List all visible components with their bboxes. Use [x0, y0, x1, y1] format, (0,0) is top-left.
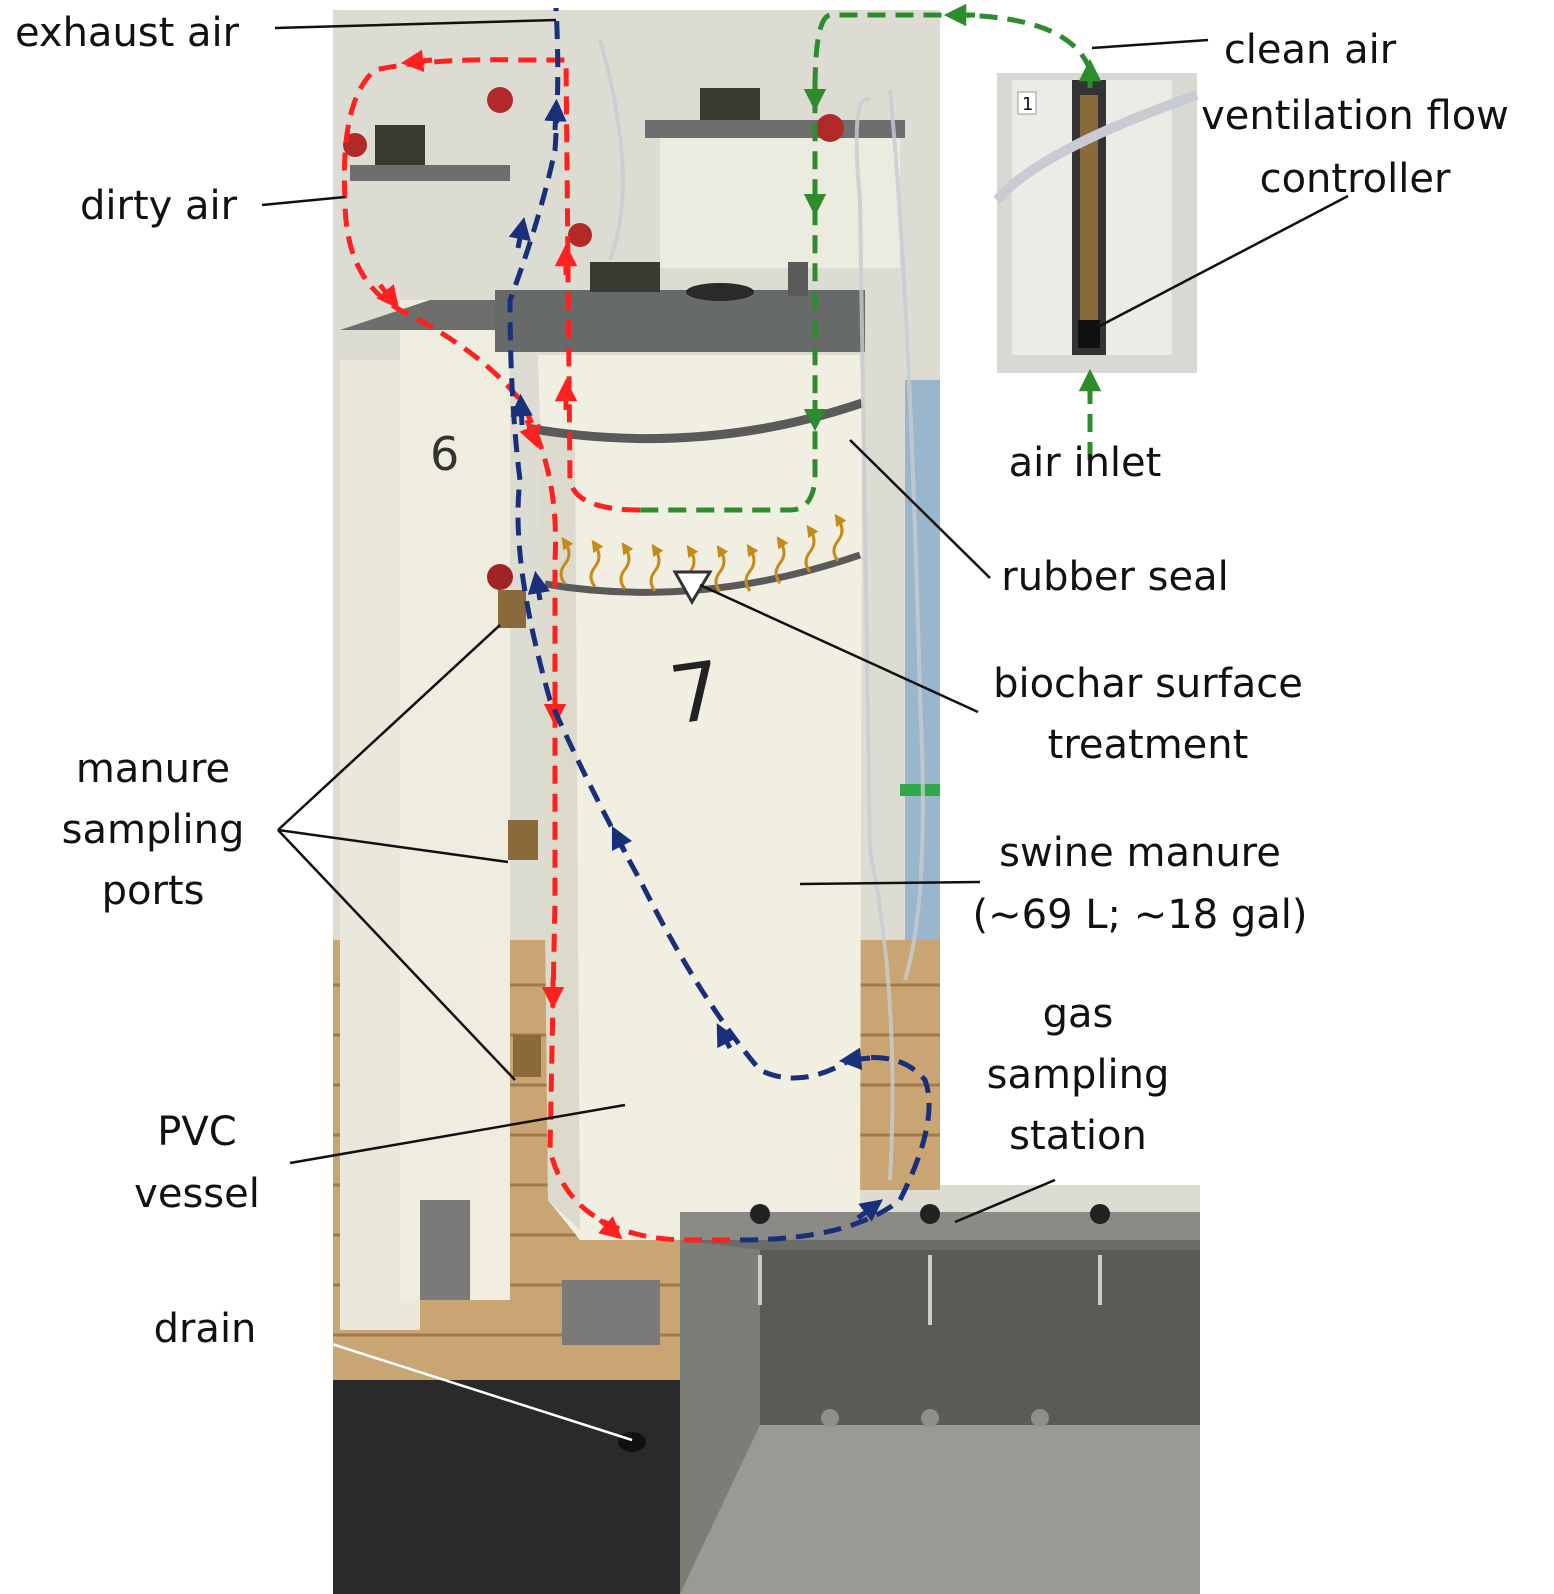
- back-vessel-right: [660, 138, 900, 268]
- leader-manure-port-2: [277, 828, 509, 864]
- gas-emission-arrow: [804, 524, 819, 573]
- gas-sampling-box: [680, 1204, 1200, 1594]
- label-biochar-1: biochar surface: [993, 661, 1303, 707]
- biochar-surface-line: [544, 551, 862, 596]
- label-manure-ports-2: sampling: [62, 807, 245, 853]
- vessel-number-6: 6: [430, 427, 459, 481]
- labels: exhaust air dirty air clean air ventilat…: [15, 10, 1509, 1352]
- leader-manure-port-1: [277, 624, 501, 831]
- gas-emission-arrows: [559, 513, 847, 593]
- label-air-inlet: air inlet: [1009, 440, 1162, 486]
- back-lid-left: [350, 165, 510, 181]
- valve-top-left: [343, 133, 367, 157]
- left-vessel-base: [420, 1200, 470, 1300]
- gas-emission-arrow: [774, 536, 789, 585]
- gas-emission-arrow: [559, 536, 574, 585]
- port-2: [508, 820, 538, 860]
- lid-knob: [590, 262, 660, 292]
- leader-swine-manure: [799, 880, 981, 886]
- valve-ports-1: [487, 564, 513, 590]
- label-exhaust-air: exhaust air: [15, 10, 240, 56]
- label-drain: drain: [154, 1306, 257, 1352]
- leader-pvc-vessel: [289, 1103, 626, 1165]
- gas-emission-arrow: [744, 543, 759, 592]
- leader-rubber-seal: [849, 439, 991, 579]
- floor-shadow: [333, 1380, 680, 1594]
- valve-top-mid: [487, 87, 513, 113]
- leader-dirty-air: [261, 195, 346, 207]
- lid-port: [686, 283, 754, 301]
- vessel-base: [562, 1280, 660, 1345]
- label-swine-1: swine manure: [999, 830, 1281, 876]
- flowmeter-inset: 1: [993, 73, 1199, 373]
- gas-emission-arrow: [589, 539, 604, 588]
- leader-exhaust-air: [274, 18, 557, 30]
- gas-emission-arrow: [714, 544, 729, 593]
- label-manure-ports-1: manure: [76, 746, 230, 792]
- valve-lid: [568, 223, 592, 247]
- gas-emission-arrow: [619, 542, 634, 591]
- valves: [343, 87, 844, 1077]
- valve-top-right: [816, 114, 844, 142]
- label-gas-station-2: sampling: [987, 1052, 1170, 1098]
- main-lid: [495, 290, 865, 352]
- exhaust-arrowheads: [508, 98, 883, 1222]
- label-clean-air-1: clean air: [1224, 27, 1397, 73]
- drain-outlet: [618, 1432, 646, 1452]
- label-manure-ports-3: ports: [102, 868, 205, 914]
- back-lid-left-knob: [375, 125, 425, 165]
- label-clean-air-3: controller: [1260, 156, 1451, 202]
- port-1: [498, 590, 526, 628]
- biochar-triangle: [672, 570, 713, 605]
- label-gas-station-3: station: [1009, 1113, 1147, 1159]
- leader-gas-station: [954, 1178, 1056, 1224]
- label-dirty-air: dirty air: [80, 183, 238, 229]
- lid-fitting-right: [788, 262, 808, 296]
- label-gas-station-1: gas: [1043, 991, 1114, 1037]
- label-swine-2: (~69 L; ~18 gal): [973, 892, 1308, 938]
- gas-emission-arrow: [649, 543, 664, 592]
- label-biochar-2: treatment: [1048, 722, 1249, 768]
- leader-drain: [287, 1328, 633, 1442]
- lab-photo: 6 7: [333, 10, 1200, 1594]
- left-vessel-top: [340, 300, 520, 330]
- back-lid-right: [645, 120, 905, 138]
- gas-emission-arrow: [832, 513, 847, 562]
- label-rubber-seal: rubber seal: [1001, 554, 1228, 600]
- leader-clean-air: [1091, 38, 1209, 50]
- dirty-air-path: [341, 57, 740, 1243]
- label-clean-air-2: ventilation flow: [1201, 93, 1509, 139]
- label-pvc-1: PVC: [157, 1109, 236, 1155]
- back-lid-right-knob: [700, 88, 760, 120]
- leader-controller: [1091, 194, 1349, 332]
- dirty-air-arrowheads: [376, 49, 623, 1240]
- leader-lines: [261, 18, 1349, 1224]
- leader-biochar: [699, 583, 979, 714]
- leader-manure-port-3: [277, 829, 516, 1081]
- label-pvc-2: vessel: [134, 1171, 260, 1217]
- flowmeter-number: 1: [1022, 94, 1033, 115]
- clean-air-arrowheads: [803, 3, 1102, 432]
- port-3: [513, 1035, 541, 1077]
